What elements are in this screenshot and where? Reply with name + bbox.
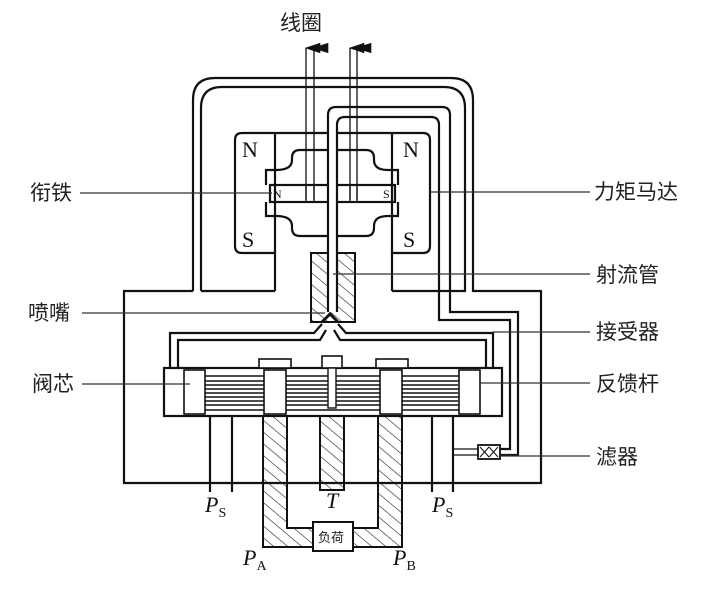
pole-s-right: S <box>403 227 415 252</box>
jet-pipe-label: 射流管 <box>596 263 659 287</box>
feedback-rod-label: 反馈杆 <box>596 372 659 396</box>
nozzle-label: 喷嘴 <box>28 301 70 325</box>
torque-motor-label: 力矩马达 <box>594 180 678 204</box>
armature-pole-n: N <box>273 187 282 201</box>
port-pb: PB <box>392 545 416 574</box>
load-label: 负荷 <box>318 531 344 546</box>
armature-pole-s: S <box>383 187 390 201</box>
port-ps-right: PS <box>431 492 453 521</box>
pole-n-right: N <box>403 137 419 162</box>
coil-label: 线圈 <box>280 11 322 35</box>
pole-n-left: N <box>242 137 258 162</box>
coil-wires <box>304 42 372 200</box>
port-t: T <box>326 488 340 513</box>
filter-label: 滤器 <box>596 445 638 469</box>
load-box <box>312 521 354 552</box>
armature-label: 衔铁 <box>30 181 72 205</box>
receiver <box>168 323 495 368</box>
spool <box>183 355 481 415</box>
port-ps-left: PS <box>204 492 226 521</box>
jet-pipe <box>320 105 520 457</box>
pole-s-left: S <box>242 227 254 252</box>
ports <box>208 415 478 548</box>
spool-label: 阀芯 <box>32 372 74 396</box>
leader-lines <box>80 191 590 457</box>
filter <box>477 444 501 460</box>
port-pa: PA <box>242 545 267 574</box>
receiver-label: 接受器 <box>596 320 659 344</box>
